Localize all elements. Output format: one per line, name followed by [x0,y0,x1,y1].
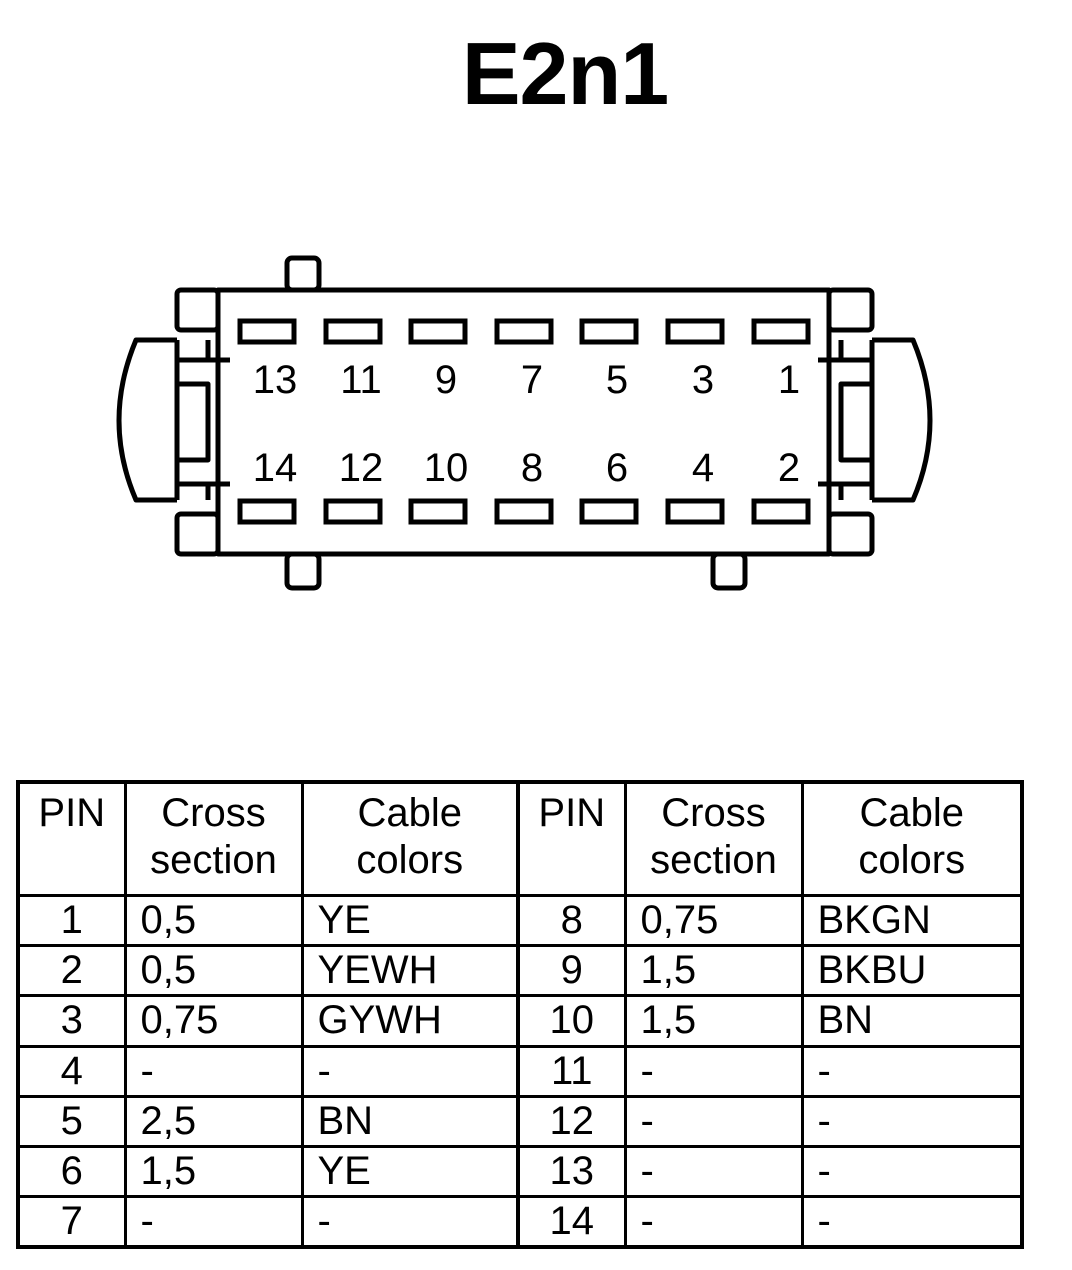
pin-cavity-12 [323,498,383,525]
cross-section-cell: - [123,1044,304,1098]
pin-number-cell: 10 [516,994,627,1048]
cable-color-cell: BKGN [800,893,1024,948]
pin-cavity-8 [494,498,554,525]
cable-color-cell: YEWH [300,944,520,998]
cable-color-cell: BN [300,1094,520,1148]
right-corner-upper [826,287,875,333]
table-row: 7--14-- [16,1195,1024,1249]
housing-body [215,287,832,557]
pin-label-2: 2 [778,446,800,490]
pin-cavity-2 [751,498,811,525]
pin-cavity-13 [237,318,297,345]
pin-number-cell: 11 [516,1044,627,1098]
cross-section-cell: 0,5 [123,944,304,998]
pin-number-cell: 12 [516,1094,627,1148]
cable-color-cell: - [800,1094,1024,1148]
pin-label-3: 3 [692,358,714,402]
pin-number-cell: 6 [16,1144,127,1199]
cross-section-cell: 1,5 [123,1144,304,1199]
pin-number-cell: 4 [16,1044,127,1098]
pin-number-cell: 8 [516,893,627,948]
connector-face-diagram: 13 11 9 7 5 3 1 14 12 10 8 6 4 2 [116,255,933,591]
bottom-right-locating-tab [710,551,748,591]
pin-label-10: 10 [424,446,469,490]
pin-number-cell: 13 [516,1144,627,1199]
pin-label-14: 14 [253,446,298,490]
top-locating-tab [284,255,322,293]
left-latch-frame [174,340,211,500]
pin-label-7: 7 [521,358,543,402]
cable-color-cell: - [800,1044,1024,1098]
bottom-left-locating-tab [284,551,322,591]
cross-section-cell: - [123,1195,304,1249]
pin-number-cell: 1 [16,893,127,948]
pin-label-12: 12 [339,446,384,490]
right-latch-arc [872,337,933,503]
pin-cavity-7 [494,318,554,345]
header-pin: PIN [16,780,127,897]
cable-color-cell: - [800,1144,1024,1199]
pin-label-8: 8 [521,446,543,490]
left-latch-arc [116,337,177,503]
cable-color-cell: GYWH [300,994,520,1048]
pin-label-5: 5 [606,358,628,402]
pin-number-cell: 2 [16,944,127,998]
cross-section-cell: 2,5 [123,1094,304,1148]
cross-section-cell: 0,75 [623,893,804,948]
cross-section-cell: 0,5 [123,893,304,948]
left-corner-lower [174,511,221,557]
right-latch-frame [838,340,875,500]
connector-title: E2n1 [461,24,669,123]
cable-color-cell: - [300,1195,520,1249]
pin-number-cell: 3 [16,994,127,1048]
header-pin: PIN [516,780,627,897]
pin-cavity-10 [408,498,468,525]
pin-cavity-11 [323,318,383,345]
cross-section-cell: - [623,1144,804,1199]
cable-color-cell: - [300,1044,520,1098]
pin-cavity-1 [751,318,811,345]
left-corner-upper [174,287,221,333]
cross-section-cell: - [623,1195,804,1249]
cable-color-cell: BN [800,994,1024,1048]
pin-cavity-14 [237,498,297,525]
table-row: 4--11-- [16,1044,1024,1098]
pin-label-6: 6 [606,446,628,490]
pin-number-cell: 9 [516,944,627,998]
cable-color-cell: YE [300,1144,520,1199]
cross-section-cell: 0,75 [123,994,304,1048]
right-corner-lower [826,511,875,557]
pin-cavity-3 [665,318,725,345]
pin-cavity-6 [579,498,639,525]
pin-number-cell: 14 [516,1195,627,1249]
cross-section-cell: 1,5 [623,994,804,1048]
pin-cavity-4 [665,498,725,525]
cable-color-cell: - [800,1195,1024,1249]
pin-cavity-5 [579,318,639,345]
pin-label-4: 4 [692,446,714,490]
cross-section-cell: - [623,1094,804,1148]
cable-color-cell: BKBU [800,944,1024,998]
cross-section-cell: 1,5 [623,944,804,998]
pin-label-11: 11 [340,358,382,402]
pin-number-cell: 5 [16,1094,127,1148]
pin-label-9: 9 [435,358,457,402]
pin-cavity-9 [408,318,468,345]
cross-section-cell: - [623,1044,804,1098]
cable-color-cell: YE [300,893,520,948]
pin-number-cell: 7 [16,1195,127,1249]
pin-label-1: 1 [778,358,800,402]
pin-label-13: 13 [253,358,298,402]
